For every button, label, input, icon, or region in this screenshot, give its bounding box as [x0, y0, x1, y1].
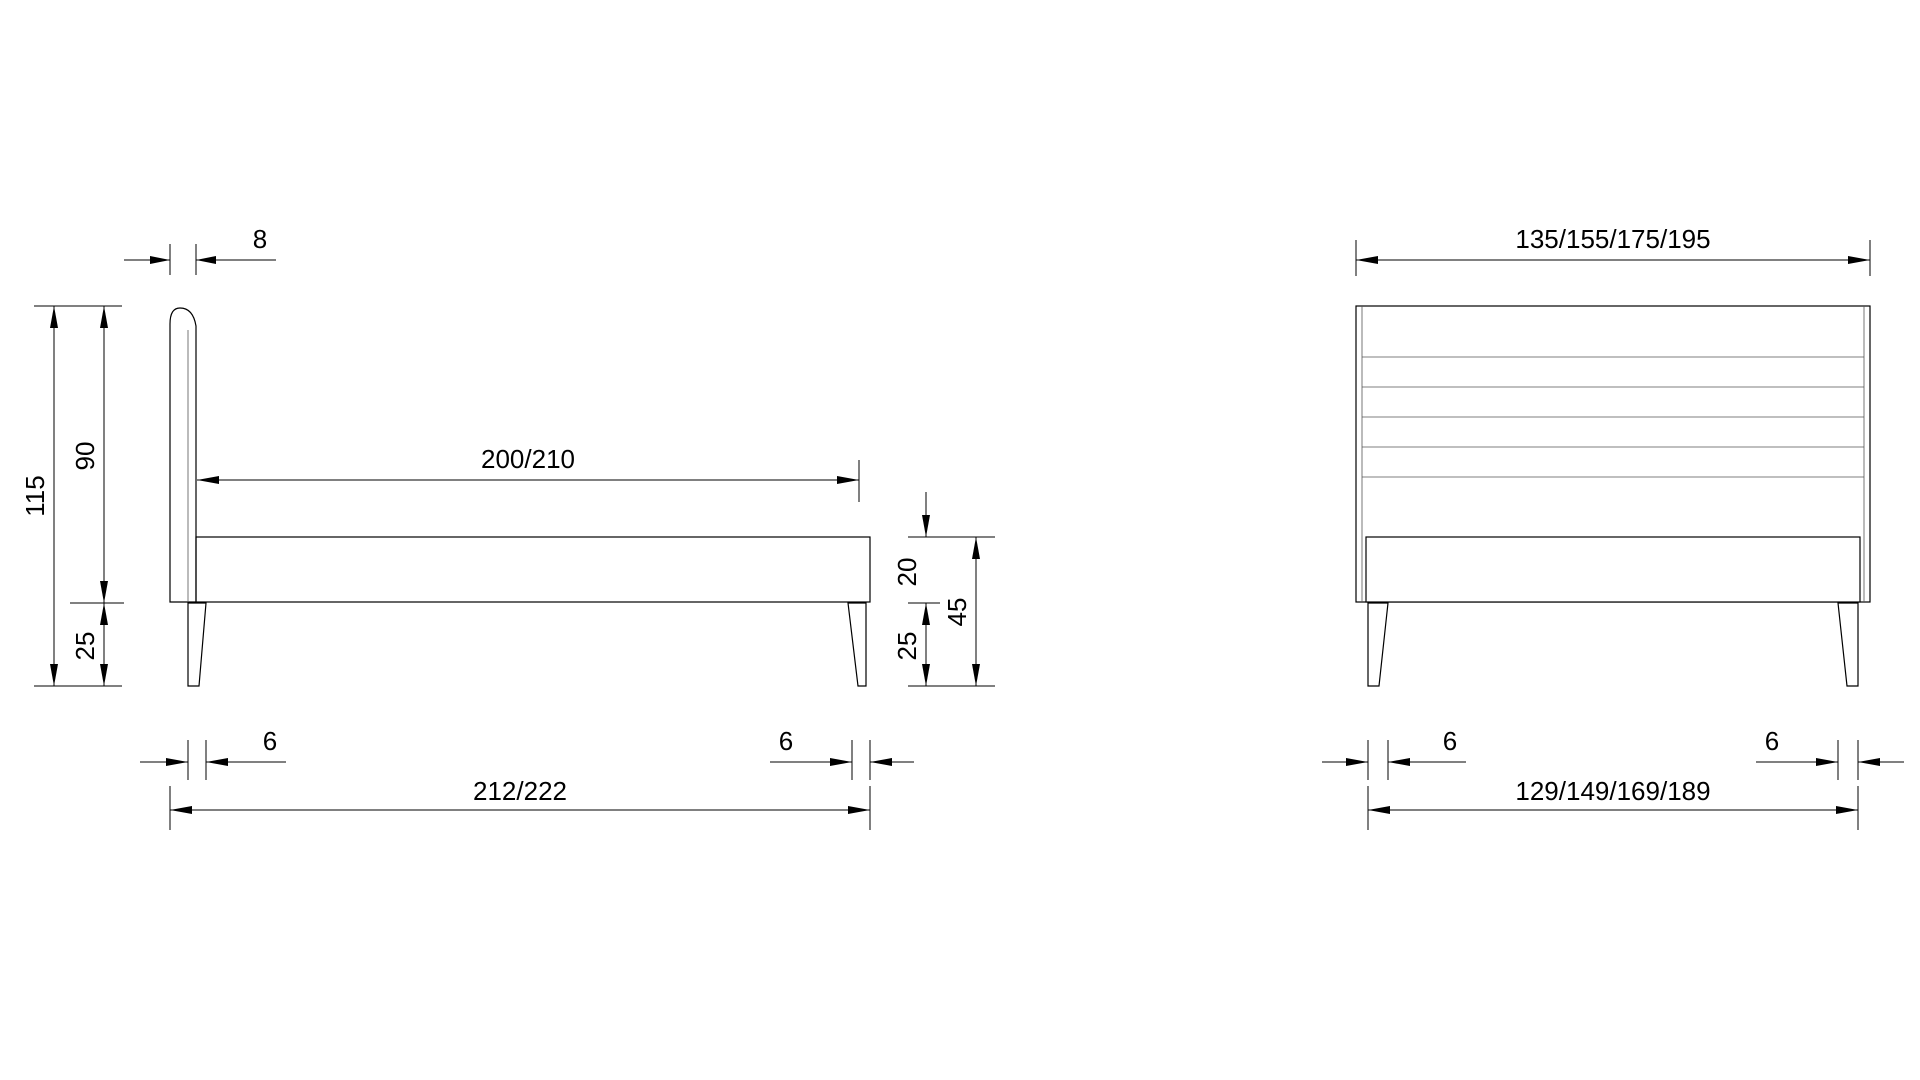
dim-right-heights: 20 25 45 [892, 492, 995, 687]
dim-leg-height-right-label: 25 [892, 632, 922, 661]
dim-headboard-height: 90 [70, 306, 124, 604]
dim-side-leg-insets: 6 6 [140, 726, 914, 780]
dim-base-height-label: 20 [892, 558, 922, 587]
dim-mattress-length: 200/210 [197, 444, 860, 502]
side-leg-right [847, 602, 867, 687]
dim-headboard-thickness: 8 [124, 224, 276, 275]
side-leg-left [187, 602, 207, 687]
side-headboard [169, 307, 197, 603]
dim-side-leg-inset-right-label: 6 [779, 726, 793, 756]
dim-front-base-width-label: 129/149/169/189 [1515, 776, 1710, 806]
dim-total-height: 115 [20, 305, 122, 687]
dim-total-height-label: 115 [20, 475, 50, 516]
dim-total-length-label: 212/222 [473, 776, 567, 806]
dim-seat-height-label: 45 [942, 598, 972, 627]
dim-headboard-thickness-label: 8 [253, 224, 267, 254]
dim-total-length: 212/222 [169, 776, 871, 830]
dim-front-total-width: 135/155/175/195 [1355, 224, 1871, 276]
dim-leg-height-left: 25 [70, 603, 108, 686]
front-view: 135/155/175/195 6 6 129/149/16 [1322, 224, 1904, 830]
side-view: 8 115 90 25 [20, 224, 995, 830]
front-leg-right [1837, 602, 1859, 687]
front-bed-base [1365, 536, 1861, 603]
dim-front-base-width: 129/149/169/189 [1367, 776, 1859, 830]
dim-leg-height-left-label: 25 [70, 632, 100, 661]
dim-front-leg-insets: 6 6 [1322, 726, 1904, 780]
dim-side-leg-inset-left-label: 6 [263, 726, 277, 756]
dim-front-leg-inset-left-label: 6 [1443, 726, 1457, 756]
dim-headboard-height-label: 90 [70, 442, 100, 471]
front-leg-left [1367, 602, 1389, 687]
dim-mattress-length-label: 200/210 [481, 444, 575, 474]
dim-front-leg-inset-right-label: 6 [1765, 726, 1779, 756]
dim-front-total-width-label: 135/155/175/195 [1515, 224, 1710, 254]
side-bed-base [195, 536, 871, 603]
